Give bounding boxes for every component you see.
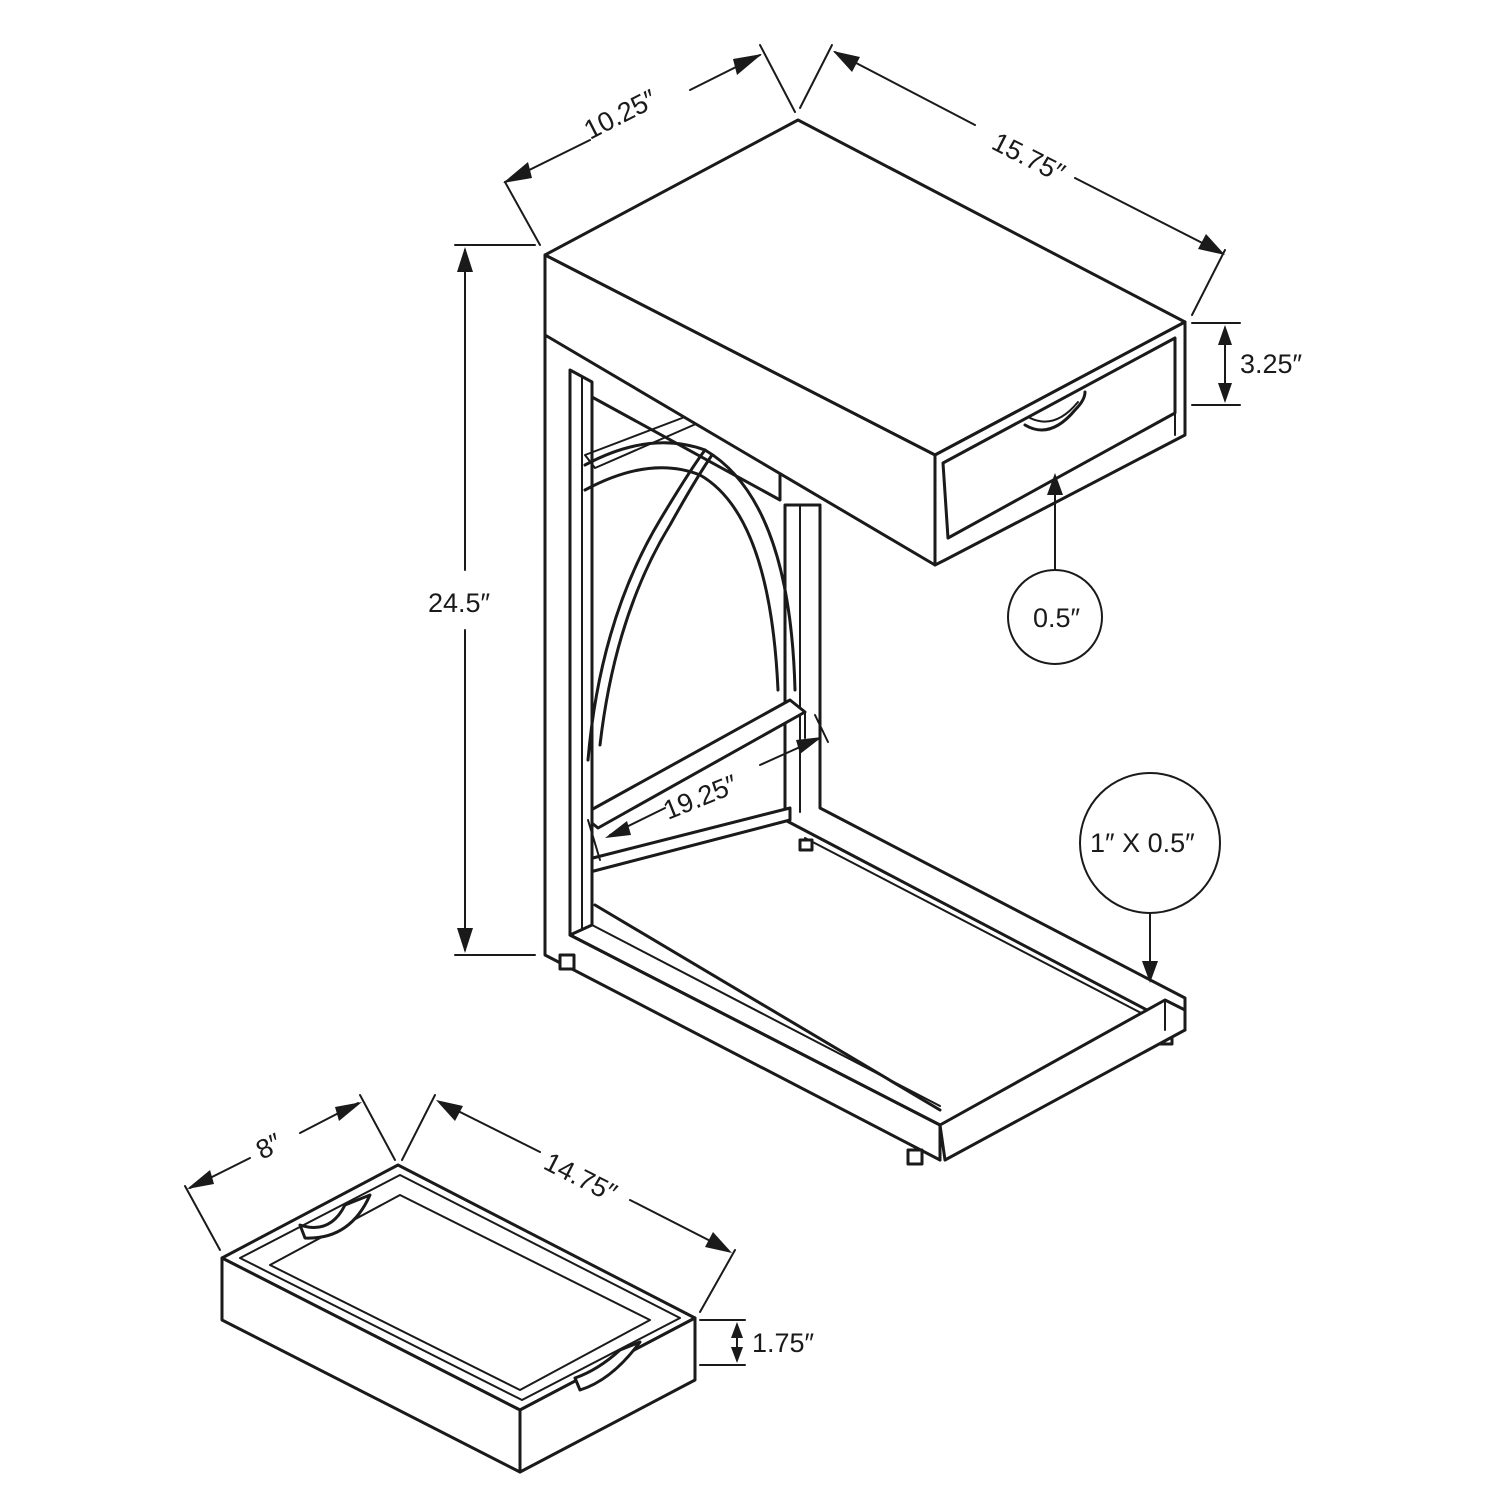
top-width-label: 10.25″: [579, 83, 662, 145]
drawer-height-label: 3.25″: [1240, 349, 1303, 379]
arch-decoration: [583, 414, 797, 762]
c-table-drawing: [543, 118, 1187, 1166]
rear-frame: [783, 503, 1187, 1046]
leg-section-label: 1″ X 0.5″: [1090, 828, 1195, 858]
tray-height-label: 1.75″: [752, 1328, 815, 1358]
drawer-gap-label: 0.5″: [1033, 603, 1081, 633]
top-depth-label: 15.75″: [987, 127, 1070, 189]
tray-drawing: [220, 1163, 697, 1474]
table-top: [543, 118, 1187, 567]
base-frame: [593, 903, 1187, 1162]
tray-length-label: 14.75″: [539, 1147, 622, 1209]
total-height-label: 24.5″: [428, 588, 491, 618]
side-frame: [543, 333, 942, 1166]
tray-width-label: 8″: [251, 1127, 287, 1165]
